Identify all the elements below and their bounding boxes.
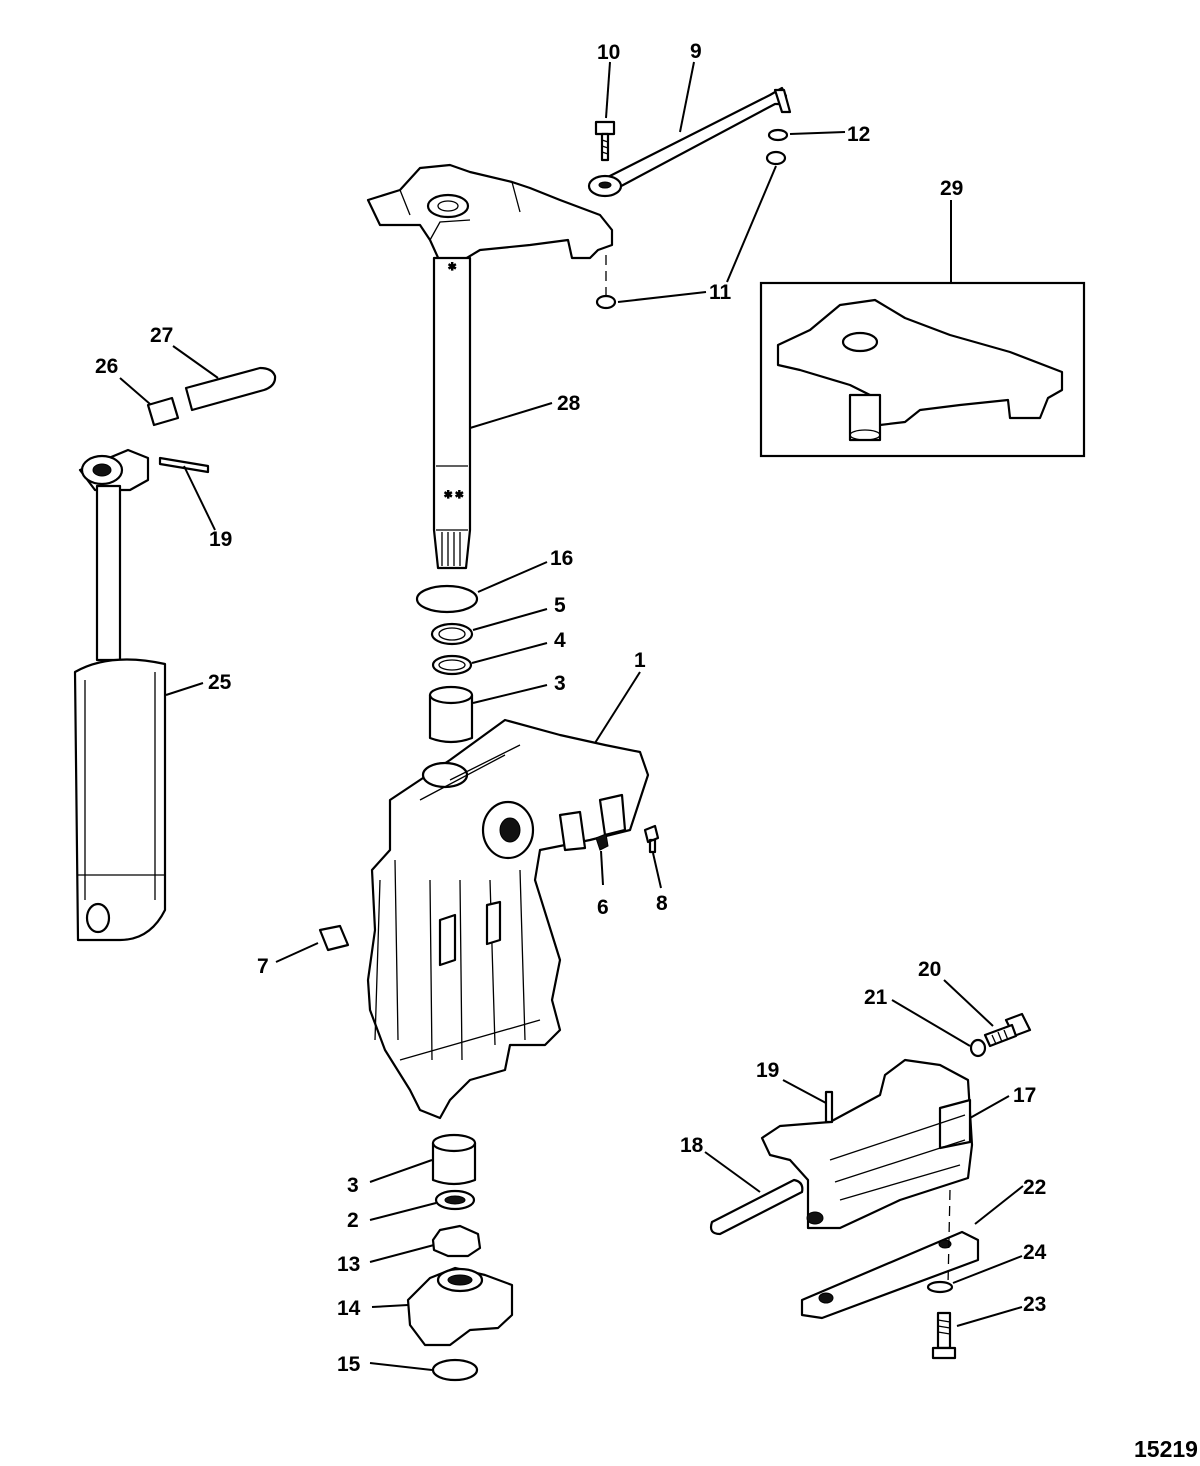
callout-23: 23: [1023, 1293, 1046, 1316]
bolt-23: [931, 1311, 957, 1360]
bushing-26: [146, 396, 180, 427]
callout-26: 26: [95, 355, 118, 378]
roll-pin-19-left: [158, 456, 210, 474]
callout-14: 14: [337, 1297, 361, 1320]
callout-3-lower: 3: [347, 1174, 359, 1197]
bolt-20: [983, 1012, 1032, 1048]
screw-8: [643, 824, 660, 854]
callout-29: 29: [940, 177, 963, 200]
callout-13: 13: [337, 1253, 360, 1276]
link-rod: [587, 86, 792, 198]
callout-labels: 10 9 12 11 29 27 26 28 19 16 5 4 3 25 1 …: [95, 40, 1047, 1376]
callout-19-right: 19: [756, 1059, 779, 1082]
callout-7: 7: [257, 955, 269, 978]
svg-text:✲: ✲: [448, 262, 456, 273]
figure-number: 15219: [1134, 1436, 1198, 1462]
washer-24: [926, 1280, 954, 1294]
callout-2: 2: [347, 1209, 359, 1232]
callout-10: 10: [597, 41, 620, 64]
pin-18: [709, 1178, 804, 1236]
svg-text:✲ ✲: ✲ ✲: [444, 490, 464, 501]
inset-29-frame: [759, 281, 1086, 458]
steering-yoke-14: [406, 1266, 514, 1347]
callout-8: 8: [656, 892, 668, 915]
callout-20: 20: [918, 958, 941, 981]
washer-12: [767, 128, 789, 142]
callout-28: 28: [557, 392, 581, 415]
callout-4: 4: [554, 629, 566, 652]
callout-25: 25: [208, 671, 232, 694]
hydraulic-cylinder: [73, 448, 167, 942]
swivel-bracket: [366, 718, 650, 1120]
plate-22: [800, 1230, 980, 1320]
callout-12: 12: [847, 123, 870, 146]
callout-9: 9: [690, 40, 702, 63]
callout-11: 11: [709, 281, 732, 304]
roll-pin-19-right: [824, 1090, 834, 1124]
callout-24: 24: [1023, 1241, 1047, 1264]
bushing-3-lower: [431, 1141, 477, 1186]
bushing-3-upper: [428, 693, 474, 744]
ring-4: [431, 654, 473, 676]
bushing-7: [318, 924, 350, 952]
steering-arm: [366, 163, 614, 264]
callout-3-upper: 3: [554, 672, 566, 695]
lockwasher-21: [969, 1038, 987, 1058]
callout-16: 16: [550, 547, 573, 570]
callout-1: 1: [634, 649, 646, 672]
bolt-10: [594, 120, 616, 162]
washer-13: [431, 1224, 482, 1258]
callout-5: 5: [554, 594, 566, 617]
leader-lines: [119, 61, 1024, 1371]
pin-27: [184, 366, 277, 412]
clamp-bracket-17: [760, 1058, 974, 1230]
callout-17: 17: [1013, 1084, 1036, 1107]
nut-11-lower: [595, 294, 617, 310]
screw-6: [595, 833, 609, 851]
callout-22: 22: [1023, 1176, 1046, 1199]
callout-6: 6: [597, 896, 609, 919]
callout-27: 27: [150, 324, 173, 347]
callout-21: 21: [864, 986, 888, 1009]
callout-18: 18: [680, 1134, 704, 1157]
callout-15: 15: [337, 1353, 361, 1376]
callout-19-left: 19: [209, 528, 232, 551]
nut-11-upper: [765, 150, 787, 166]
ring-15: [431, 1358, 479, 1382]
ring-5: [430, 622, 474, 646]
steering-tube: ✲ ✲ ✲: [432, 256, 472, 570]
washer-16: [415, 584, 479, 614]
